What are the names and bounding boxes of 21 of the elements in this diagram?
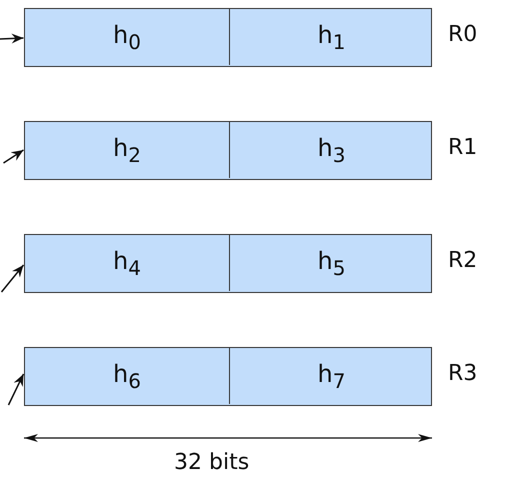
- register-field: h$_{2}$: [25, 122, 229, 178]
- register-name: R3: [448, 361, 478, 386]
- register-field: h$_{4}$: [25, 235, 229, 291]
- register-box: [24, 8, 432, 67]
- register-box: [24, 234, 432, 293]
- register-field: h$_{0}$: [25, 9, 229, 65]
- register-name: R0: [448, 22, 478, 47]
- register-name: R1: [448, 135, 478, 160]
- register-field: h$_{6}$: [25, 348, 229, 404]
- arrow: [0, 34, 24, 44]
- register-field: h$_{5}$: [229, 235, 433, 291]
- register-box: [24, 121, 432, 180]
- register-box: [24, 347, 432, 406]
- register-name: R2: [448, 248, 478, 273]
- register-field: h$_{3}$: [229, 122, 433, 178]
- arrow: [0, 264, 24, 292]
- register-field: h$_{7}$: [229, 348, 433, 404]
- register-field: h$_{1}$: [229, 9, 433, 65]
- dimension-label: 32 bits: [174, 450, 250, 475]
- arrow: [8, 374, 24, 406]
- arrow: [3, 149, 24, 164]
